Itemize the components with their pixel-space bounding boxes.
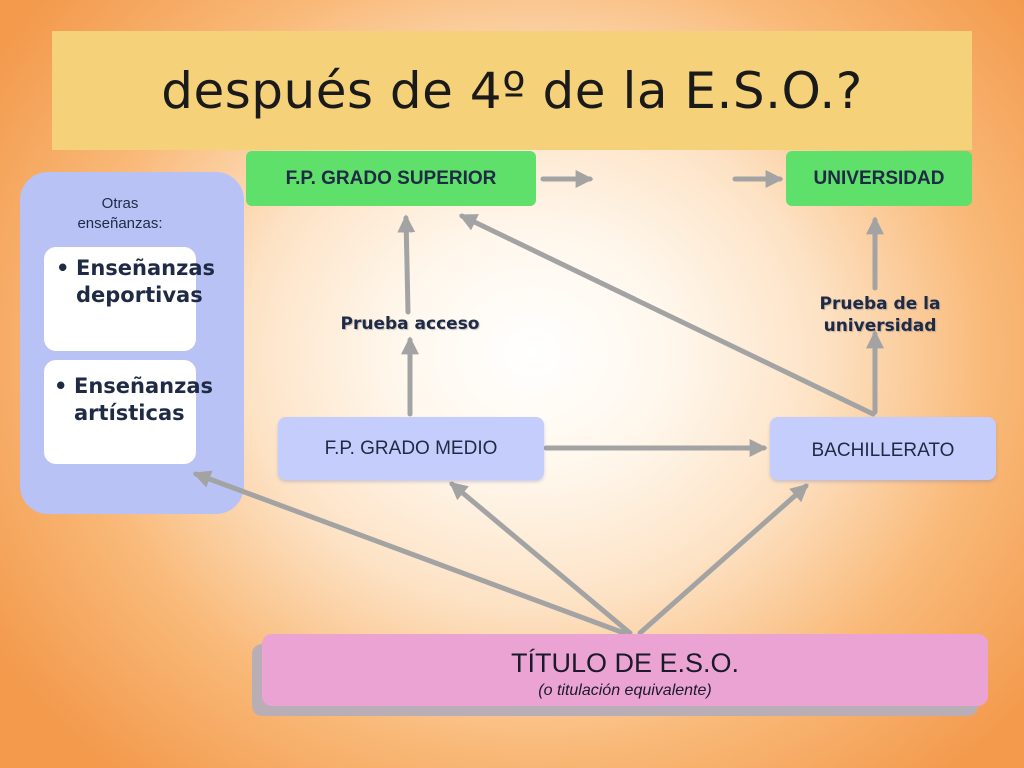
artisticas-text: • Enseñanzas artísticas	[54, 373, 244, 427]
eso-title: TÍTULO DE E.S.O.	[510, 648, 740, 678]
node-titulo-eso	[262, 634, 988, 706]
caption-line-1: Otras	[101, 195, 139, 212]
arrow-bachillerato-to-superior	[458, 213, 876, 417]
card-artisticas	[44, 360, 196, 464]
prueba-universidad-line-2: universidad	[823, 316, 937, 336]
node-fp-grado-superior: F.P. GRADO SUPERIOR	[246, 151, 536, 206]
deportivas-line-2: deportivas	[76, 283, 203, 307]
artisticas-line-2: artísticas	[74, 401, 185, 425]
caption-line-2: enseñanzas:	[77, 215, 163, 232]
prueba-universidad-line-1: Prueba de la	[819, 294, 941, 314]
title-band: después de 4º de la E.S.O.?	[52, 31, 972, 150]
arrow-eso-to-otras	[192, 470, 627, 636]
arrow-prueba-to-superior	[397, 214, 416, 315]
fp-grado-superior-label: F.P. GRADO SUPERIOR	[285, 167, 497, 189]
arrow-eso-to-bachillerato	[637, 483, 809, 636]
label-prueba-acceso: Prueba acceso	[340, 314, 480, 334]
node-fp-grado-medio: F.P. GRADO MEDIO	[278, 417, 544, 480]
label-prueba-universidad: Prueba de la universidad	[770, 293, 990, 337]
page-title: después de 4º de la E.S.O.?	[161, 61, 863, 120]
bullet-artisticas: •	[54, 374, 68, 398]
card-deportivas	[44, 247, 196, 351]
artisticas-line-1: Enseñanzas	[74, 374, 214, 398]
node-bachillerato: BACHILLERATO	[770, 417, 996, 480]
otras-ensenanzas-caption: Otras enseñanzas:	[52, 194, 188, 234]
deportivas-text: • Enseñanzas deportivas	[56, 255, 246, 309]
universidad-label: UNIVERSIDAD	[813, 167, 945, 189]
bachillerato-label: BACHILLERATO	[811, 439, 955, 461]
arrow-eso-to-medio	[449, 481, 633, 636]
eso-subtitle: (o titulación equivalente)	[538, 682, 712, 699]
deportivas-line-1: Enseñanzas	[76, 256, 216, 280]
node-universidad: UNIVERSIDAD	[786, 151, 972, 206]
fp-grado-medio-label: F.P. GRADO MEDIO	[324, 437, 498, 459]
bullet-deportivas: •	[56, 256, 70, 280]
